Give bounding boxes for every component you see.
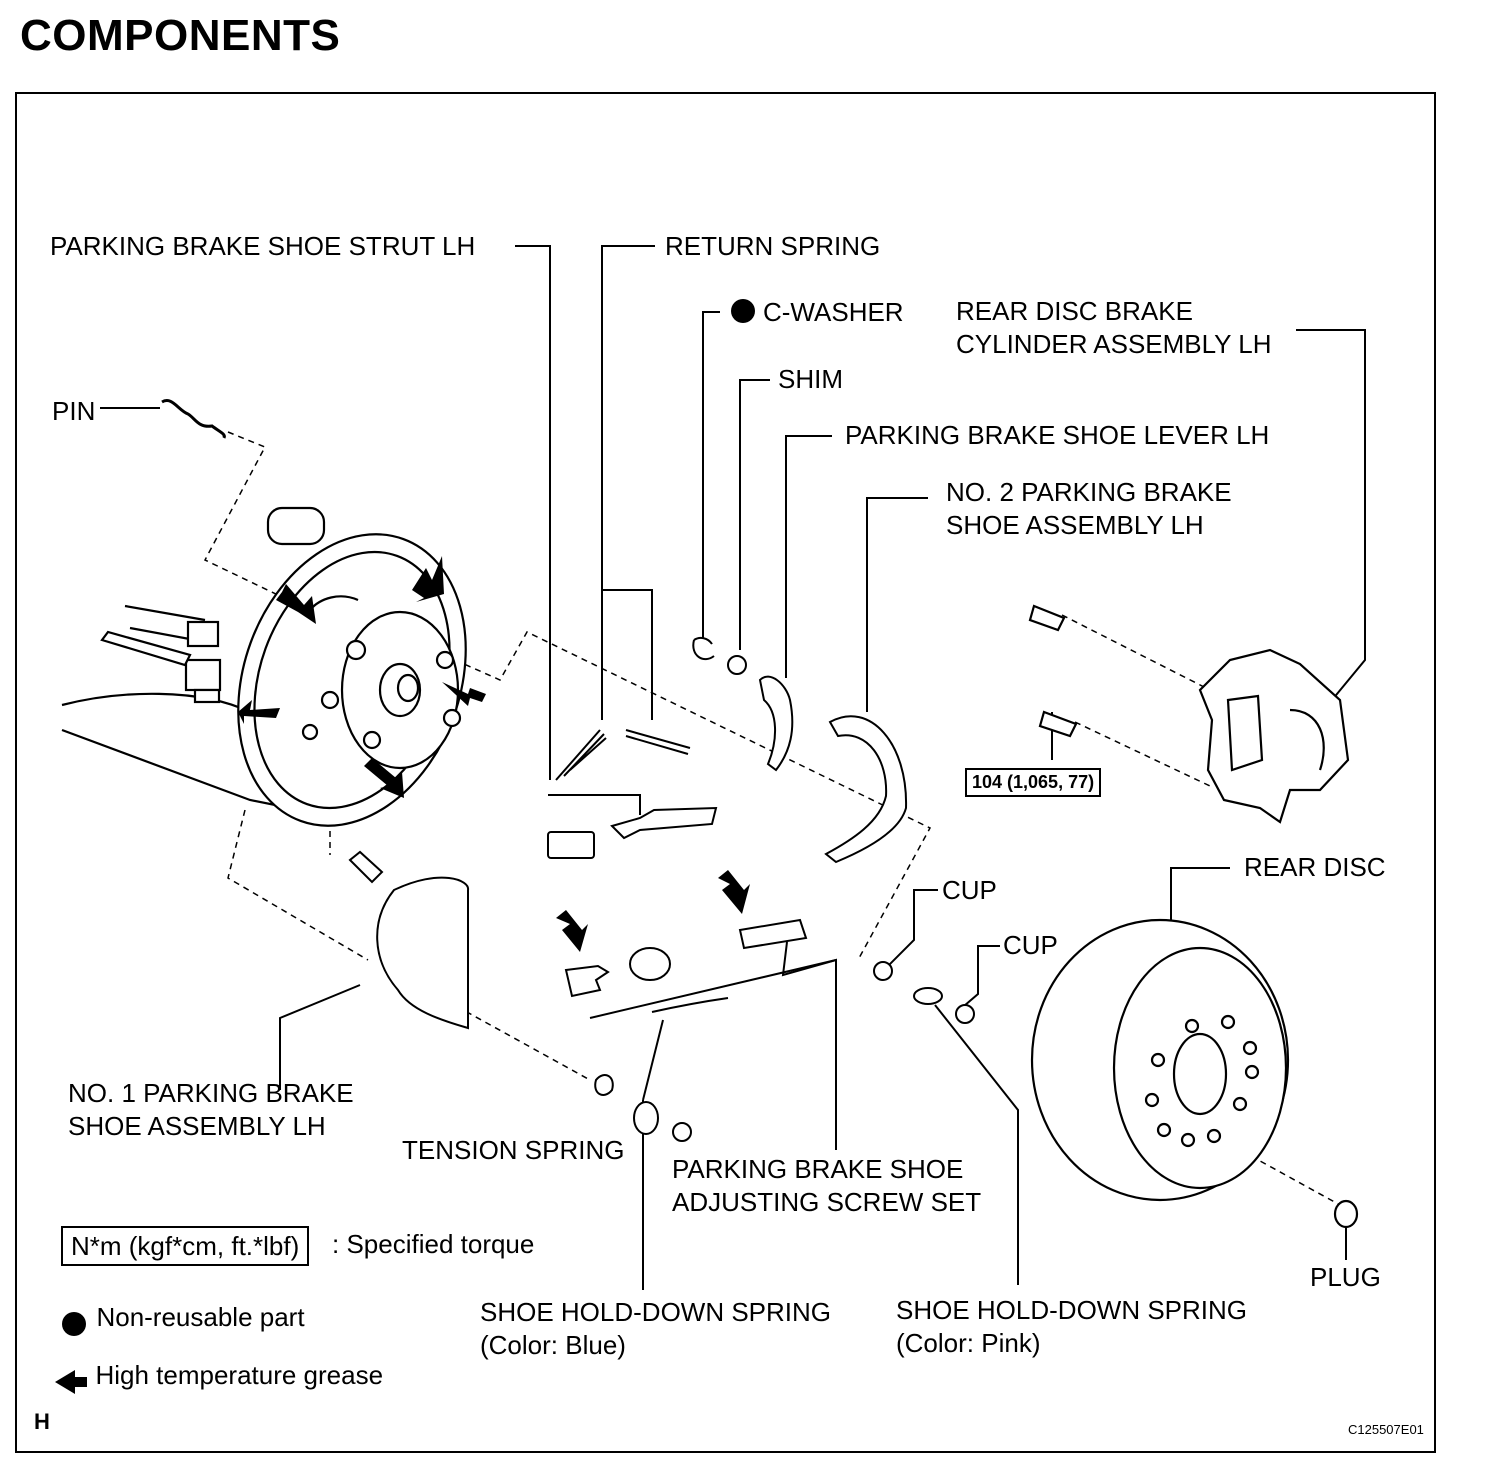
rear-disc-part xyxy=(1030,918,1359,1229)
label-shoe-lever: PARKING BRAKE SHOE LEVER LH xyxy=(845,420,1270,450)
label-no1-shoe: NO. 1 PARKING BRAKE SHOE ASSEMBLY LH xyxy=(68,1078,354,1141)
legend-grease: High temperature grease xyxy=(55,1360,383,1394)
label-rear-cylinder: REAR DISC BRAKE CYLINDER ASSEMBLY LH xyxy=(956,296,1272,359)
legend-torque-text: : Specified torque xyxy=(332,1229,535,1259)
legend-torque-box: N*m (kgf*cm, ft.*lbf) xyxy=(61,1226,310,1266)
footer-letter: H xyxy=(34,1409,50,1434)
cylinder-assembly xyxy=(1028,604,1350,824)
pin-part xyxy=(161,399,226,439)
legend-grease-text: High temperature grease xyxy=(95,1360,384,1390)
label-cup-1: CUP xyxy=(942,875,997,905)
small-parts xyxy=(348,636,975,1142)
legend-nonreusable: Non-reusable part xyxy=(62,1302,305,1336)
label-plug: PLUG xyxy=(1310,1262,1381,1292)
diagram-frame xyxy=(15,92,1436,1453)
label-adjusting-screw: PARKING BRAKE SHOE ADJUSTING SCREW SET xyxy=(672,1154,982,1217)
label-return-spring: RETURN SPRING xyxy=(665,231,881,261)
leader-lines xyxy=(100,245,1366,1290)
label-no2-shoe: NO. 2 PARKING BRAKE SHOE ASSEMBLY LH xyxy=(946,477,1232,540)
torque-cylinder-bolt: 104 (1,065, 77) xyxy=(965,768,1102,797)
filled-circle-icon xyxy=(62,1311,86,1336)
label-holddown-pink: SHOE HOLD-DOWN SPRING (Color: Pink) xyxy=(896,1295,1248,1358)
footer-code: C125507E01 xyxy=(1348,1422,1424,1437)
page-title: COMPONENTS xyxy=(20,11,341,60)
label-strut: PARKING BRAKE SHOE STRUT LH xyxy=(50,231,476,261)
label-pin: PIN xyxy=(52,396,96,426)
label-holddown-blue: SHOE HOLD-DOWN SPRING (Color: Blue) xyxy=(480,1297,832,1360)
label-c-washer: C-WASHER xyxy=(763,297,904,327)
label-cup-2: CUP xyxy=(1003,930,1058,960)
hub-backing-plate xyxy=(61,506,467,827)
left-arrow-icon xyxy=(55,1369,87,1394)
grease-arrows xyxy=(238,556,750,952)
c-washer-nonreusable-dot xyxy=(731,299,755,323)
label-rear-disc: REAR DISC xyxy=(1244,852,1386,882)
label-shim: SHIM xyxy=(778,364,843,394)
legend-nonreusable-text: Non-reusable part xyxy=(96,1302,305,1332)
dashed-lines xyxy=(203,431,1341,1206)
label-tension-spring: TENSION SPRING xyxy=(402,1135,625,1165)
